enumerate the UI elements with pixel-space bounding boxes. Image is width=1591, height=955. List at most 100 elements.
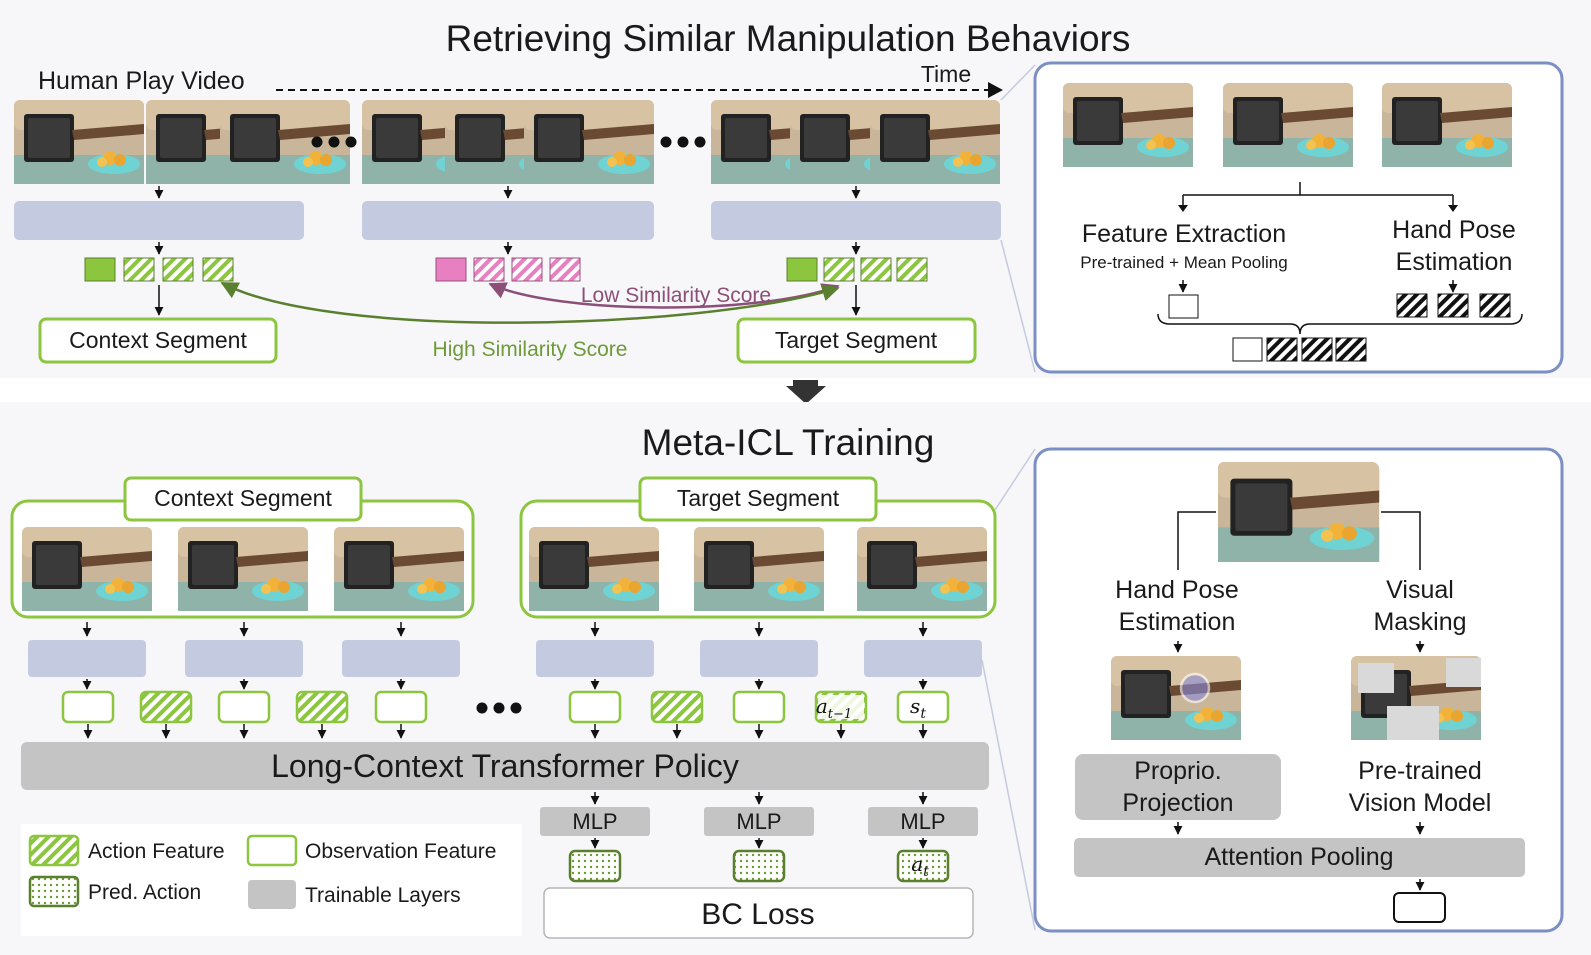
ellipsis-dot xyxy=(493,702,505,714)
visual-feature-square xyxy=(1168,294,1199,319)
mlp-head xyxy=(868,807,978,836)
hand-pose-estimation-box xyxy=(1075,573,1279,639)
visual-masking-box xyxy=(1318,573,1522,639)
transformer-policy-block xyxy=(21,742,989,790)
concat-brace xyxy=(1157,313,1523,335)
legend-action-swatch xyxy=(28,834,80,867)
feature-row-1 xyxy=(84,257,234,282)
hand-pose-label-line1: Hand Pose xyxy=(1392,216,1516,244)
ellipsis-dot xyxy=(311,136,323,148)
hand-pose-box-top xyxy=(1357,212,1551,278)
attention-pooling-label: Attention Pooling xyxy=(1204,843,1393,871)
high-similarity-label: High Similarity Score xyxy=(433,338,628,361)
ellipsis-dot xyxy=(694,136,706,148)
mlp-label: MLP xyxy=(736,809,781,834)
encoder-block-3 xyxy=(711,201,1001,240)
masked-frame xyxy=(1351,656,1481,740)
bc-loss-label: BC Loss xyxy=(701,898,814,931)
transformer-policy-label: Long-Context Transformer Policy xyxy=(271,748,739,784)
mlp-head xyxy=(540,807,650,836)
action-token xyxy=(139,690,193,724)
ellipsis-dot xyxy=(510,702,522,714)
ellipsis-dot xyxy=(660,136,672,148)
mlp-head xyxy=(704,807,814,836)
observation-token xyxy=(568,690,622,724)
encoder-block-1 xyxy=(14,201,304,240)
section-transition-arrow xyxy=(786,380,826,404)
hand-pose-label-line2: Estimation xyxy=(1396,248,1513,276)
state-token-label: st xyxy=(910,694,926,722)
encoder-block-2 xyxy=(362,201,654,240)
observation-token xyxy=(61,690,115,724)
ellipsis-dot xyxy=(476,702,488,714)
context-segment-label: Context Segment xyxy=(69,327,247,353)
input-frame-image xyxy=(1218,462,1380,562)
proprio-projection-line1: Proprio. xyxy=(1134,757,1222,785)
video-clip-3 xyxy=(711,100,1000,184)
concat-visual-square xyxy=(1232,337,1263,362)
legend-action-label: Action Feature xyxy=(88,840,225,863)
hand-pose-feature-square xyxy=(1437,293,1469,318)
pretrained-vision-model-box xyxy=(1318,754,1522,820)
bottom-encoders xyxy=(28,640,982,677)
observation-token xyxy=(217,690,271,724)
feature-row-2 xyxy=(435,257,581,282)
ellipsis-dot xyxy=(345,136,357,148)
legend-observation-swatch xyxy=(246,834,298,867)
top-title: Retrieving Similar Manipulation Behavior… xyxy=(446,18,1131,59)
legend-pred-action-swatch xyxy=(28,875,80,908)
output-observation-token xyxy=(1393,892,1446,923)
pred-action-token xyxy=(896,849,950,883)
video-clip-1 xyxy=(14,100,350,184)
hand-pose-feature-square xyxy=(1396,293,1428,318)
state-token xyxy=(896,690,950,724)
low-similarity-label: Low Similarity Score xyxy=(581,284,771,307)
high-similarity-arrow xyxy=(220,281,840,324)
token-to-policy-arrows xyxy=(83,724,928,739)
legend-pred-action-label: Pred. Action xyxy=(88,881,201,904)
encoder-input-arrows xyxy=(82,622,928,690)
human-play-video-label: Human Play Video xyxy=(38,67,245,95)
visual-masking-line1: Visual xyxy=(1386,576,1454,604)
context-segment-tag-label: Context Segment xyxy=(154,485,332,511)
proprio-projection-box xyxy=(1075,754,1281,820)
detail-frames-top xyxy=(1063,83,1512,167)
ellipsis-dot xyxy=(677,136,689,148)
action-token xyxy=(295,690,349,724)
prev-action-token-label: at−1 xyxy=(816,694,852,722)
observation-token xyxy=(732,690,786,724)
hand-pose-estimation-line1: Hand Pose xyxy=(1115,576,1239,604)
token-row xyxy=(61,690,950,724)
target-segment-label: Target Segment xyxy=(775,327,938,353)
action-token xyxy=(650,690,704,724)
target-segment-tag xyxy=(638,476,878,522)
time-label: Time xyxy=(921,61,971,87)
target-segment-box xyxy=(736,317,977,364)
pred-action-token-label: at xyxy=(911,852,929,880)
hand-pose-feature-square xyxy=(1479,293,1511,318)
bc-loss-box xyxy=(543,887,974,939)
legend-trainable-swatch xyxy=(248,880,296,909)
feature-row-3 xyxy=(786,257,928,282)
pretrained-vision-model-line1: Pre-trained xyxy=(1358,757,1482,785)
mlp-label: MLP xyxy=(900,809,945,834)
feature-extraction-label: Feature Extraction xyxy=(1082,220,1286,248)
attention-pooling-block xyxy=(1074,838,1525,877)
target-segment-tag-label: Target Segment xyxy=(677,485,840,511)
ellipsis-dot xyxy=(328,136,340,148)
hand-pose-frame xyxy=(1111,656,1241,740)
pred-action-token xyxy=(732,849,786,883)
context-segment-tag xyxy=(123,476,363,522)
legend-trainable-label: Trainable Layers xyxy=(305,884,461,907)
proprio-projection-line2: Projection xyxy=(1122,789,1233,817)
legend-observation-label: Observation Feature xyxy=(305,840,496,863)
feature-extraction-sub-label: Pre-trained + Mean Pooling xyxy=(1080,253,1287,272)
pretrained-vision-model-line2: Vision Model xyxy=(1349,789,1492,817)
feature-extraction-box xyxy=(1043,212,1325,278)
context-segment-box xyxy=(38,317,278,364)
video-clip-2 xyxy=(362,100,654,184)
visual-masking-line2: Masking xyxy=(1373,608,1466,636)
time-arrow-head xyxy=(988,82,1003,98)
observation-token xyxy=(374,690,428,724)
